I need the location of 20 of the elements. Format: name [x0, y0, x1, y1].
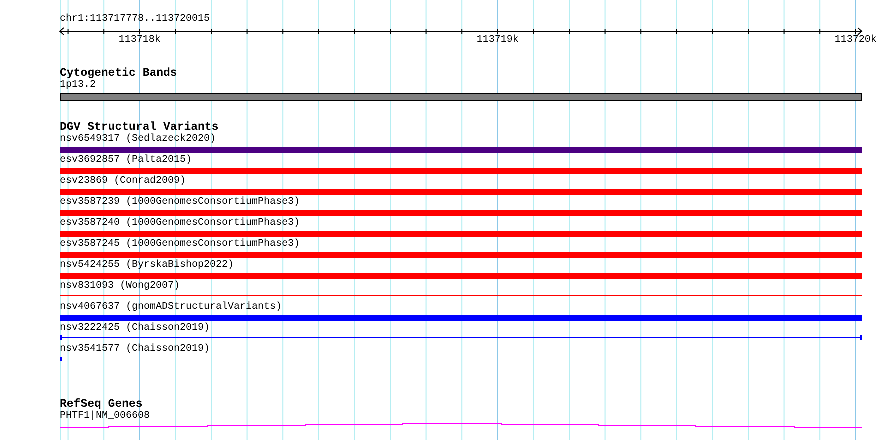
track-title: DGV Structural Variants — [60, 121, 219, 134]
variant-label: nsv5424255 (ByrskaBishop2022) — [60, 260, 234, 272]
scale-label: 113720k — [834, 35, 877, 47]
variant-label: nsv831093 (Wong2007) — [60, 281, 180, 293]
variant-label: nsv3222425 (Chaisson2019) — [60, 323, 210, 335]
variant-label: nsv6549317 (Sedlazeck2020) — [60, 134, 216, 146]
scale-label: 113718k — [118, 35, 161, 47]
track-title: RefSeq Genes — [60, 398, 143, 411]
variant-label: nsv3541577 (Chaisson2019) — [60, 344, 210, 356]
band-label: 1p13.2 — [60, 80, 96, 92]
scale-label: 113719k — [476, 35, 519, 47]
variant-label: esv3587239 (1000GenomesConsortiumPhase3) — [60, 197, 300, 209]
track-title: Cytogenetic Bands — [60, 67, 178, 80]
ruler-label: chr1:113717778..113720015 — [60, 14, 210, 26]
gene-label: PHTF1|NM_006608 — [60, 411, 150, 423]
variant-label: esv3587240 (1000GenomesConsortiumPhase3) — [60, 218, 300, 230]
variant-label: esv3692857 (Palta2015) — [60, 155, 192, 167]
variant-label: nsv4067637 (gnomADStructuralVariants) — [60, 302, 282, 314]
variant-label: esv23869 (Conrad2009) — [60, 176, 186, 188]
variant-label: esv3587245 (1000GenomesConsortiumPhase3) — [60, 239, 300, 251]
